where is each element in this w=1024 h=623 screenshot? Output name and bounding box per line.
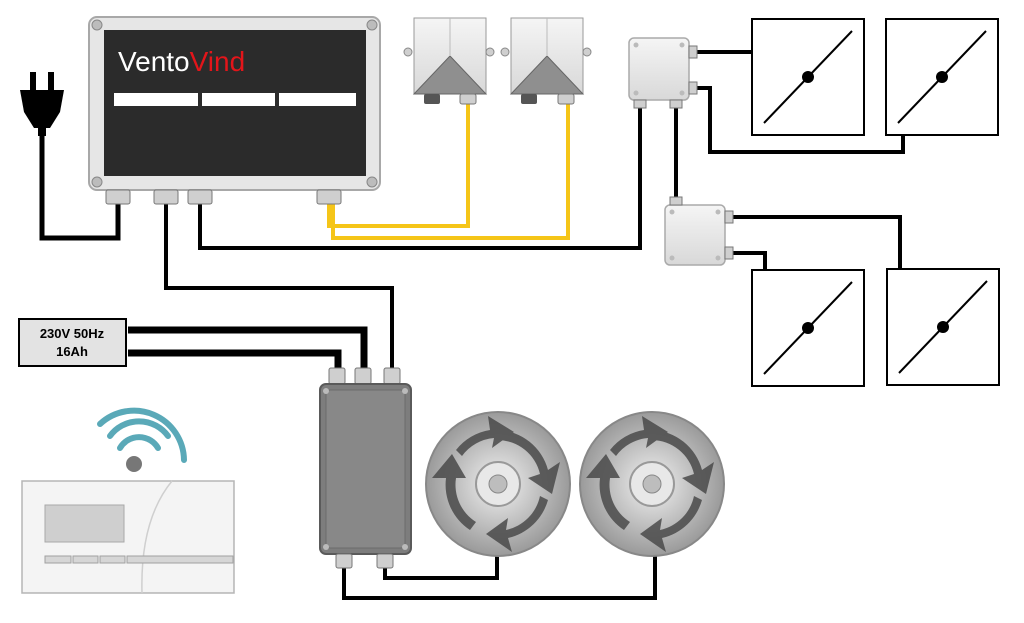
fan-rotation-icon <box>586 416 714 552</box>
fan-control-box <box>319 367 412 569</box>
indicator-bar-1 <box>114 93 198 106</box>
fan-1 <box>425 411 571 557</box>
cable-psu-to-fanbox-1 <box>128 326 368 372</box>
indicator-bar-3 <box>279 93 356 106</box>
cable-junction2-to-damper-4 <box>730 215 902 270</box>
air-damper-4 <box>886 268 1000 386</box>
cable-psu-to-fanbox-2 <box>128 349 342 372</box>
air-damper-2 <box>885 18 999 136</box>
controller-glands <box>105 189 342 205</box>
cable-junction-to-damper-2 <box>695 86 905 154</box>
power-plug-icon <box>20 72 64 136</box>
power-supply-line-2: 16Ah <box>56 344 88 359</box>
wifi-signal-icon <box>97 407 187 472</box>
cable-controller-to-fanbox <box>164 203 394 372</box>
fan-rotation-icon <box>432 416 560 552</box>
wall-controller <box>21 480 235 594</box>
power-supply-line-1: 230V 50Hz <box>40 326 105 341</box>
signal-wire-sensor-1 <box>327 102 470 228</box>
wall-controller-display <box>44 504 125 543</box>
junction-box-1 <box>628 37 698 109</box>
brand-part-1: Vento <box>118 46 190 77</box>
wires <box>39 50 905 600</box>
sensor-2 <box>500 17 592 105</box>
brand-logo: VentoVind <box>118 46 245 77</box>
junction-box-2 <box>664 196 734 266</box>
power-supply: 230V 50Hz 16Ah <box>18 318 127 367</box>
air-damper-3 <box>751 269 865 387</box>
signal-wire-sensor-2 <box>331 102 570 240</box>
power-cable-plug <box>39 132 121 241</box>
cable-junction2-to-damper-3 <box>730 251 767 270</box>
controller-box: VentoVind <box>88 16 381 205</box>
sensor-1 <box>403 17 495 105</box>
fan-2 <box>579 411 725 557</box>
cable-controller-to-junction <box>198 102 642 250</box>
cable-fanbox-to-fan-2 <box>342 556 657 600</box>
cable-fanbox-to-fan-1 <box>383 556 499 580</box>
indicator-bar-2 <box>202 93 275 106</box>
brand-part-2: Vind <box>190 46 246 77</box>
wall-controller-buttons <box>44 555 234 564</box>
air-damper-1 <box>751 18 865 136</box>
